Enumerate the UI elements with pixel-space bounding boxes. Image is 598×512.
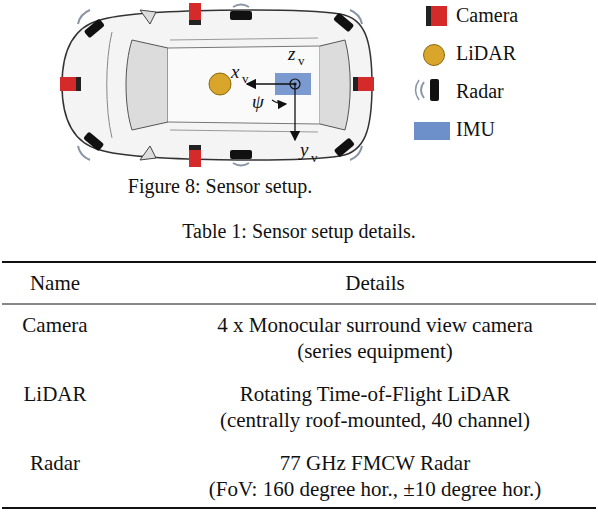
table-title: Table 1: Sensor setup details.: [182, 220, 416, 242]
table-cell: Radar: [30, 452, 80, 475]
axis-subscript: v: [311, 151, 318, 165]
figure-caption: Figure 8: Sensor setup.: [128, 175, 312, 197]
legend-swatch: [414, 122, 450, 140]
table-cell: Rotating Time-of-Flight LiDAR: [240, 383, 511, 406]
legend-swatch: [423, 44, 445, 66]
table-cell: (FoV: 160 degree hor., ±10 degree hor.): [209, 478, 541, 501]
axis-subscript: v: [298, 54, 305, 68]
axis-subscript: v: [242, 72, 249, 86]
table-cell: (series equipment): [297, 340, 453, 363]
legend-text: LiDAR: [456, 42, 516, 64]
axis-label: x: [231, 62, 239, 83]
legend-text: IMU: [456, 118, 495, 140]
table-cell: (centrally roof-mounted, 40 channel): [220, 409, 530, 432]
table-header: Name: [30, 272, 80, 295]
table-cell: LiDAR: [24, 383, 87, 406]
table-header: Details: [345, 272, 404, 295]
axis-label: z: [288, 44, 295, 65]
table-cell: Camera: [22, 314, 87, 337]
axis-label: y: [300, 140, 308, 161]
angle-label: ψ: [252, 92, 264, 113]
legend-text: Radar: [456, 80, 504, 102]
table-cell: 77 GHz FMCW Radar: [280, 452, 470, 475]
legend-text: Camera: [456, 4, 518, 26]
legend-swatch: [426, 6, 447, 26]
table-cell: 4 x Monocular surround view camera: [217, 314, 532, 337]
